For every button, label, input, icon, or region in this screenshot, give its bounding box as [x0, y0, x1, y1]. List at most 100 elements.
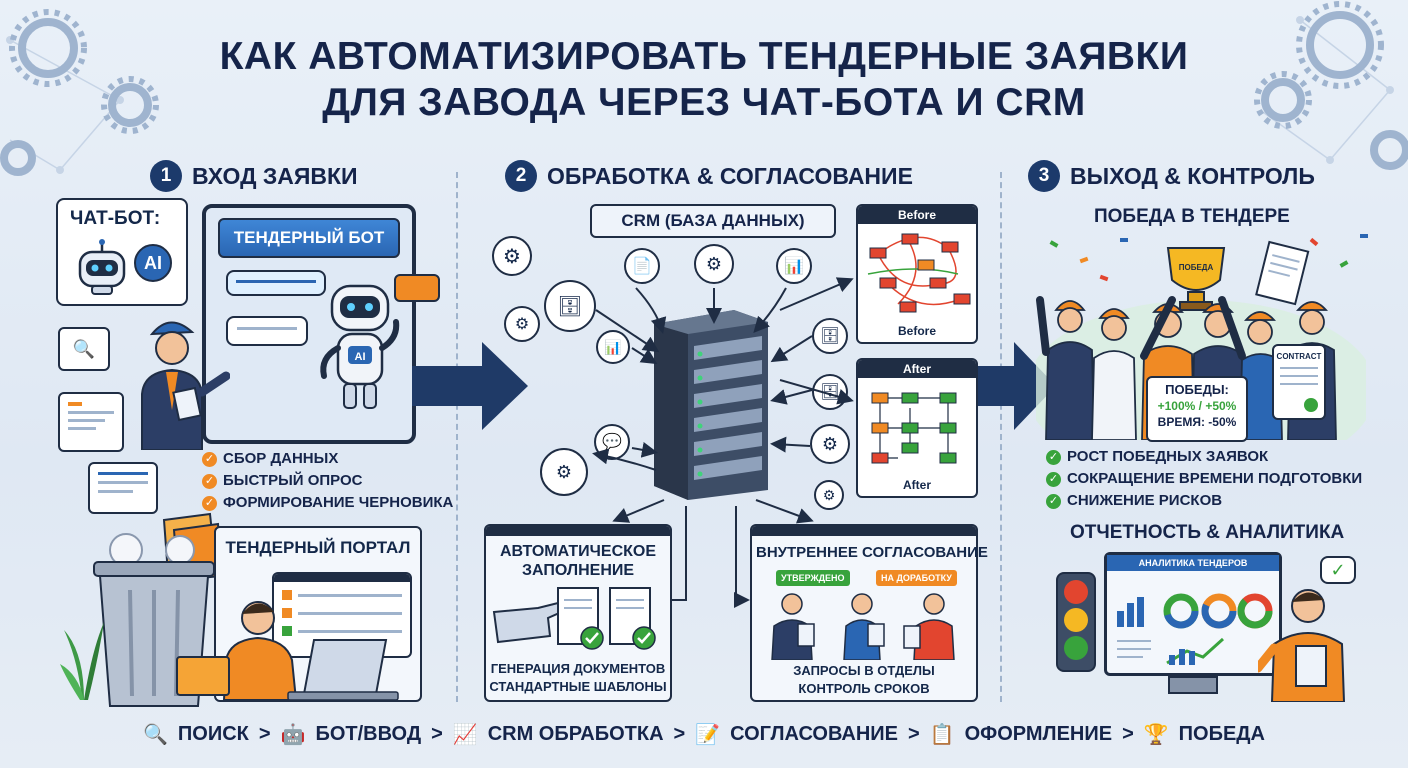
section-label: ОБРАБОТКА & СОГЛАСОВАНИЕ — [547, 162, 913, 189]
internal-approval-card: ВНУТРЕННЕЕ СОГЛАСОВАНИЕ УТВЕРЖДЕНО НА ДО… — [750, 524, 988, 702]
before-caption: Before — [897, 324, 936, 338]
after-process-card: After After — [856, 358, 978, 498]
gear-icon: ⚙ — [504, 306, 540, 342]
check-icon: ✓ — [1046, 449, 1061, 465]
input-benefits-list: ✓СБОР ДАННЫХ ✓БЫСТРЫЙ ОПРОС ✓ФОРМИРОВАНИ… — [202, 448, 453, 514]
search-doc-icon: 🔍 — [58, 327, 110, 371]
title-line-2: ДЛЯ ЗАВОДА ЧЕРЕЗ ЧАТ-БОТА И CRM — [322, 81, 1086, 124]
chatbot-bubble: ЧАТ-БОТ: AI — [56, 198, 188, 306]
analytics-dashboard: АНАЛИТИКА ТЕНДЕРОВ — [1104, 552, 1282, 676]
contract-document: CONTRACT — [1272, 344, 1326, 420]
stats-values: +100% / +50% — [1157, 399, 1237, 413]
bot-title: ТЕНДЕРНЫЙ БОТ — [218, 218, 400, 258]
check-bubble-icon: ✓ — [1320, 556, 1356, 584]
ai-badge: AI — [134, 244, 172, 282]
list-item: ✓СНИЖЕНИЕ РИСКОВ — [1046, 490, 1362, 512]
list-item: ✓РОСТ ПОБЕДНЫХ ЗАЯВОК — [1046, 446, 1362, 468]
stats-label: ПОБЕДЫ: — [1165, 382, 1229, 397]
process-flow-footer: 🔍 ПОИСК > 🤖 БОТ/ВВОД > 📈 CRM ОБРАБОТКА >… — [0, 722, 1408, 747]
approval-title: ВНУТРЕННЕЕ СОГЛАСОВАНИЕ — [756, 544, 988, 561]
approved-tag: УТВЕРЖДЕНО — [776, 570, 850, 586]
title-line-1: КАК АВТОМАТИЗИРОВАТЬ ТЕНДЕРНЫЕ ЗАЯВКИ — [219, 35, 1189, 78]
monitor-stand — [1168, 676, 1218, 694]
before-label: Before — [858, 206, 976, 224]
section-header-input: 1 ВХОД ЗАЯВКИ — [150, 160, 358, 192]
confetti-decoration — [1049, 234, 1368, 282]
step-separator: > — [908, 723, 920, 745]
bar-chart-icon: 📊 — [596, 330, 630, 364]
analyst-person-illustration — [1258, 589, 1346, 702]
before-process-card: Before Before — [856, 204, 978, 344]
traffic-light-icon — [1056, 572, 1096, 672]
gear-icon: ⚙ — [810, 424, 850, 464]
robot-ai-label: AI — [355, 351, 366, 363]
section-header-output: 3 ВЫХОД & КОНТРОЛЬ — [1028, 160, 1315, 192]
stats-panel: ПОБЕДЫ: +100% / +50% ВРЕМЯ: -50% — [1146, 376, 1248, 442]
robot-icon: AI — [320, 284, 400, 409]
robot-hand-documents — [492, 587, 656, 650]
check-icon: ✓ — [202, 451, 217, 467]
message-document-icon — [88, 462, 158, 514]
win-title: ПОБЕДА В ТЕНДЕРЕ — [1094, 206, 1290, 227]
clipboard-icon: 📋 — [929, 724, 955, 746]
list-item: ✓СБОР ДАННЫХ — [202, 448, 453, 470]
step-separator: > — [431, 723, 443, 745]
dashboard-title: АНАЛИТИКА ТЕНДЕРОВ — [1107, 555, 1279, 571]
chat-message-bubble — [226, 270, 326, 296]
approval-team-illustration — [771, 593, 955, 660]
stats-time: ВРЕМЯ: -50% — [1157, 415, 1237, 429]
after-flow-diagram — [871, 392, 957, 464]
flow-arrow-right — [978, 342, 1056, 430]
bot-tablet: ТЕНДЕРНЫЙ БОТ AI — [202, 204, 440, 444]
check-icon: ✓ — [202, 473, 217, 489]
crm-server-icon — [654, 310, 768, 500]
plant-icon — [60, 622, 104, 700]
database-icon: 🗄 — [812, 318, 848, 354]
check-icon: ✓ — [202, 495, 217, 511]
autofill-card: АВТОМАТИЧЕСКОЕ ЗАПОЛНЕНИЕ ГЕНЕРАЦИЯ ДОКУ… — [484, 524, 672, 702]
folder-icon — [176, 656, 230, 696]
revision-tag: НА ДОРАБОТКУ — [876, 570, 957, 586]
search-icon: 🔍 — [142, 724, 168, 746]
after-label: After — [858, 360, 976, 378]
gear-icon — [0, 11, 1408, 176]
bar-chart-icon: 📊 — [776, 248, 812, 284]
footer-step-label: ПОИСК — [177, 723, 249, 745]
trophy-label: ПОБЕДА — [1179, 263, 1214, 272]
section-divider — [1000, 172, 1002, 702]
chatbot-label: ЧАТ-БОТ: — [70, 208, 161, 229]
crm-connector-lines — [592, 277, 854, 608]
check-icon: ✓ — [1046, 493, 1061, 509]
portal-title: ТЕНДЕРНЫЙ ПОРТАЛ — [225, 538, 411, 557]
autofill-lines: ГЕНЕРАЦИЯ ДОКУМЕНТОВ СТАНДАРТНЫЕ ШАБЛОНЫ — [489, 661, 667, 694]
trophy-icon: 🏆 — [1143, 724, 1169, 746]
analytics-title: ОТЧЕТНОСТЬ & АНАЛИТИКА — [1070, 522, 1345, 543]
person-laptop-illustration — [222, 601, 399, 700]
chat-reply-bubble — [394, 274, 440, 302]
chat-message-bubble — [226, 316, 308, 346]
step-separator: > — [1122, 723, 1134, 745]
section-number: 3 — [1028, 160, 1060, 192]
gear-icon: ⚙ — [694, 244, 734, 284]
crm-database-label: CRM (БАЗА ДАННЫХ) — [590, 204, 836, 238]
list-item: ✓БЫСТРЫЙ ОПРОС — [202, 470, 453, 492]
engineer-person-illustration — [141, 321, 230, 450]
section-header-processing: 2 ОБРАБОТКА & СОГЛАСОВАНИЕ — [505, 160, 913, 192]
section-label: ВЫХОД & КОНТРОЛЬ — [1070, 162, 1315, 189]
pencil-doc-icon: 📝 — [695, 724, 721, 746]
page-title: КАК АВТОМАТИЗИРОВАТЬ ТЕНДЕРНЫЕ ЗАЯВКИ ДЛ… — [0, 34, 1408, 126]
footer-step-label: CRM ОБРАБОТКА — [487, 723, 664, 745]
robot-icon: 🤖 — [280, 724, 306, 746]
dashboard-charts — [1117, 593, 1273, 665]
section-label: ВХОД ЗАЯВКИ — [192, 162, 358, 189]
after-caption: After — [902, 478, 931, 492]
flow-arrow-right — [412, 342, 528, 430]
draft-document-icon — [58, 392, 124, 452]
section-number: 2 — [505, 160, 537, 192]
robot-head-icon — [78, 239, 126, 295]
autofill-title: АВТОМАТИЧЕСКОЕ ЗАПОЛНЕНИЕ — [499, 543, 657, 579]
approval-lines: ЗАПРОСЫ В ОТДЕЛЫ КОНТРОЛЬ СРОКОВ — [793, 663, 935, 696]
footer-step-label: БОТ/ВВОД — [315, 723, 422, 745]
gear-icon: ⚙ — [492, 236, 532, 276]
list-item: ✓СОКРАЩЕНИЕ ВРЕМЕНИ ПОДГОТОВКИ — [1046, 468, 1362, 490]
